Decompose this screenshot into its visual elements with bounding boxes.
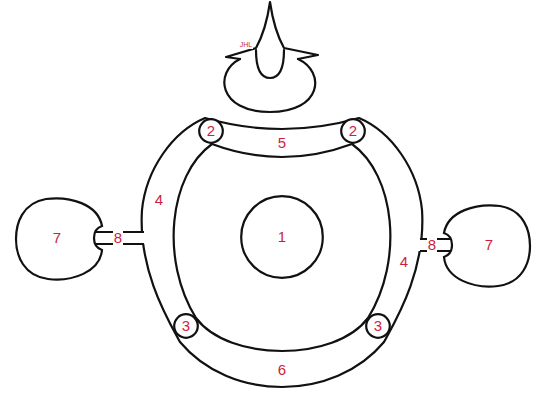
circle-part: 3 — [173, 313, 199, 339]
callout-number: 8 — [113, 230, 123, 247]
circle-part: 3 — [365, 313, 391, 339]
circle-outline — [341, 119, 365, 143]
kidney-shape: 7 — [436, 201, 532, 289]
part-number: 7 — [485, 237, 493, 254]
part-number: 2 — [349, 123, 357, 140]
artist-initials: JHL — [239, 41, 253, 49]
circle-part: 2 — [198, 118, 224, 144]
node-outline — [436, 201, 532, 289]
callout-number: 4 — [154, 192, 164, 209]
ring-inner — [174, 144, 391, 351]
circle-outline — [241, 196, 323, 278]
part-number: 1 — [278, 229, 286, 246]
node-outline — [14, 194, 110, 282]
part-number: 2 — [207, 123, 215, 140]
ring-outer — [142, 118, 423, 387]
circle-outline — [366, 314, 390, 338]
face-outline — [224, 59, 315, 112]
kidney-outline — [16, 198, 102, 279]
kidney-shape: 7 — [14, 194, 110, 282]
hat-outline — [226, 2, 318, 59]
callout-number: 8 — [427, 237, 437, 254]
circle-part: 2 — [340, 118, 366, 144]
kidney-outline — [444, 205, 530, 286]
callout-number: 5 — [277, 135, 287, 152]
part-number: 3 — [374, 318, 382, 335]
callout-number: 4 — [399, 254, 409, 271]
circle-outline — [199, 119, 223, 143]
circle-part: 1 — [240, 195, 324, 279]
circle-outline — [174, 314, 198, 338]
part-number: 3 — [182, 318, 190, 335]
callout-number: 6 — [277, 362, 287, 379]
part-number: 7 — [53, 230, 61, 247]
mouth-outline — [256, 50, 284, 78]
